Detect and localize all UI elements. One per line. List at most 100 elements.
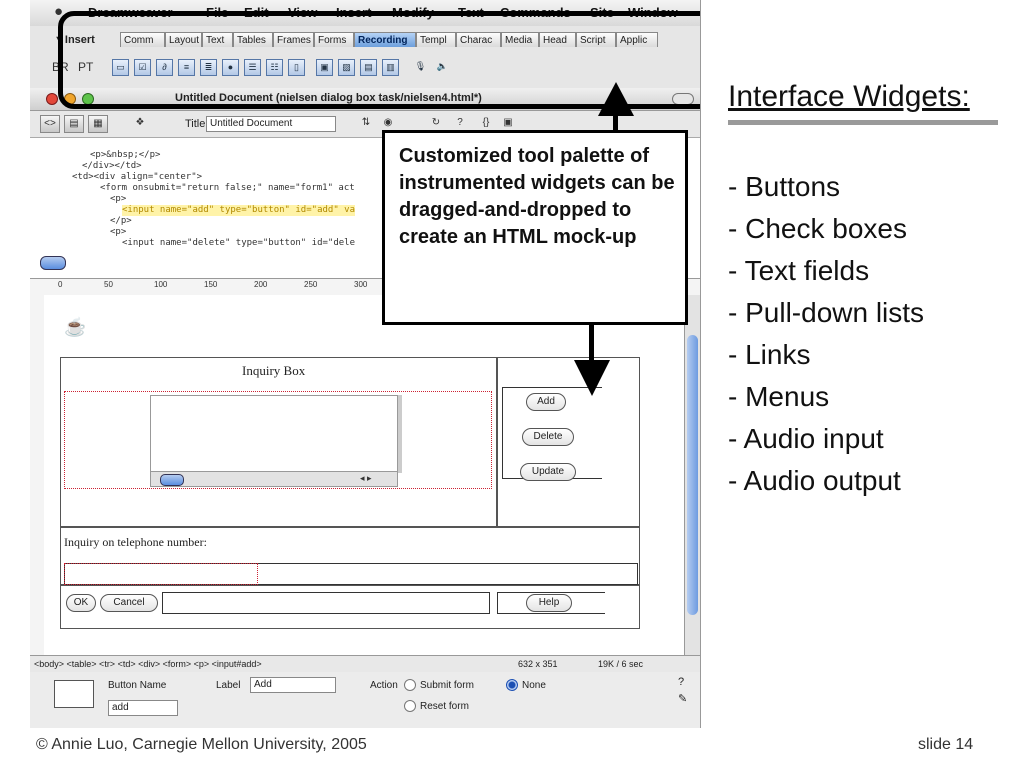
zoom-light-icon[interactable]: [82, 93, 94, 105]
inquiry-listbox-vscroll[interactable]: [398, 395, 402, 473]
reset-form-radio[interactable]: [404, 700, 416, 712]
tag-selector[interactable]: <body> <table> <tr> <td> <div> <form> <p…: [34, 659, 262, 669]
image-widget-icon[interactable]: ▣: [316, 59, 333, 76]
cancel-button[interactable]: Cancel: [100, 594, 158, 612]
document-toolbar: <> ▤ ▦ ❖ Title: Untitled Document ⇅ ◉ ↻ …: [30, 111, 700, 138]
ruler-tick-label: 50: [104, 280, 113, 289]
tab-layout[interactable]: Layout: [165, 32, 202, 47]
list-widget-icon[interactable]: ☰: [244, 59, 261, 76]
speaker-icon[interactable]: 🔈: [436, 61, 449, 71]
code-line: <input name="delete" type="button" id="d…: [122, 238, 355, 248]
menu-view[interactable]: View: [288, 5, 318, 20]
tab-forms[interactable]: Forms: [314, 32, 354, 47]
submit-form-radio[interactable]: [404, 679, 416, 691]
checkbox-widget-icon[interactable]: ☑: [134, 59, 151, 76]
close-light-icon[interactable]: [46, 93, 58, 105]
menu-widget-icon[interactable]: ☷: [266, 59, 283, 76]
tab-characters[interactable]: Charac: [456, 32, 501, 47]
reset-form-label: Reset form: [420, 701, 469, 712]
update-button[interactable]: Update: [520, 463, 576, 481]
tab-common[interactable]: Comm: [120, 32, 165, 47]
code-line: <p>: [110, 227, 127, 237]
link-widget-icon[interactable]: ∂: [156, 59, 173, 76]
design-view[interactable]: ☕ Inquiry Box ◂ ▸ Add Delete Update Inqu…: [44, 295, 684, 655]
toolbar-toggle-icon[interactable]: [672, 93, 694, 105]
callout-box: Customized tool palette of instrumented …: [382, 130, 688, 325]
tab-application[interactable]: Applic: [616, 32, 658, 47]
menu-modify[interactable]: Modify: [392, 5, 434, 20]
design-vscroll[interactable]: [684, 295, 700, 655]
inquiry-listbox-hscroll[interactable]: [150, 471, 398, 487]
code-hscroll-thumb[interactable]: [40, 256, 66, 270]
tab-media[interactable]: Media: [501, 32, 539, 47]
document-title-input[interactable]: Untitled Document: [206, 116, 336, 132]
audio-record-icon[interactable]: ☕: [64, 317, 87, 337]
minimize-light-icon[interactable]: [64, 93, 76, 105]
interface-widgets-title: Interface Widgets:: [728, 80, 970, 113]
radio-widget-icon[interactable]: ●: [222, 59, 239, 76]
jump-menu-icon[interactable]: ▤: [360, 59, 377, 76]
inquiry-hscroll-thumb[interactable]: [160, 474, 184, 486]
menu-site[interactable]: Site: [590, 5, 614, 20]
property-inspector: Button Name add Label Add Action Submit …: [30, 672, 700, 728]
form-widget-icon[interactable]: ▥: [382, 59, 399, 76]
help-button[interactable]: Help: [526, 594, 572, 612]
none-radio[interactable]: [506, 679, 518, 691]
status-bar: <body> <table> <tr> <td> <div> <form> <p…: [30, 655, 700, 673]
field-widget-icon[interactable]: ▯: [288, 59, 305, 76]
tab-head[interactable]: Head: [539, 32, 576, 47]
ok-button[interactable]: OK: [66, 594, 96, 612]
ruler-tick-label: 200: [254, 280, 268, 289]
button-widget-icon[interactable]: ▭: [112, 59, 129, 76]
menu-commands[interactable]: Commands: [500, 5, 571, 20]
refresh-icon[interactable]: ↻: [431, 117, 441, 128]
tab-recording[interactable]: Recording: [354, 32, 416, 47]
preview-browser-icon[interactable]: ◉: [383, 117, 393, 128]
menu-text[interactable]: Text: [458, 5, 484, 20]
menu-app[interactable]: Dreamweaver: [88, 5, 173, 20]
textarea-widget-icon[interactable]: ≣: [200, 59, 217, 76]
add-button[interactable]: Add: [526, 393, 566, 411]
button-name-field[interactable]: add: [108, 700, 178, 716]
menu-file[interactable]: File: [206, 5, 229, 20]
view-options-icon[interactable]: ▣: [503, 117, 513, 128]
live-data-icon[interactable]: ❖: [135, 117, 145, 128]
tab-frames[interactable]: Frames: [273, 32, 314, 47]
ruler-tick-label: 250: [304, 280, 318, 289]
menu-window[interactable]: Window: [628, 5, 678, 20]
code-line: <p>: [110, 194, 127, 204]
insert-bar-label[interactable]: ▼Insert: [54, 34, 95, 46]
image-button-icon[interactable]: ▨: [338, 59, 355, 76]
menu-insert[interactable]: Insert: [336, 5, 372, 20]
action-row-spacer: [162, 592, 490, 614]
apple-menu-icon[interactable]: ●: [54, 3, 64, 20]
microphone-icon[interactable]: 🎙: [414, 61, 427, 71]
inquiry-cell: [60, 357, 497, 527]
help-icon[interactable]: ?: [678, 676, 685, 688]
file-management-icon[interactable]: ⇅: [361, 117, 371, 128]
palette-br-label[interactable]: BR: [52, 60, 69, 74]
widget-list-item: - Pull-down lists: [728, 297, 925, 328]
delete-button[interactable]: Delete: [522, 428, 574, 446]
window-size[interactable]: 632 x 351: [518, 659, 558, 669]
label-field[interactable]: Add: [250, 677, 336, 693]
menu-edit[interactable]: Edit: [244, 5, 269, 20]
reference-icon[interactable]: ?: [457, 117, 463, 128]
design-vscroll-thumb[interactable]: [687, 335, 698, 615]
tab-templates[interactable]: Templ: [416, 32, 456, 47]
widget-list-item: - Audio output: [728, 465, 901, 496]
widget-list-item: - Menus: [728, 381, 830, 412]
ruler-tick-label: 100: [154, 280, 168, 289]
code-view-icon[interactable]: <>: [40, 115, 60, 133]
tab-text[interactable]: Text: [202, 32, 233, 47]
design-view-icon[interactable]: ▦: [88, 115, 108, 133]
textfield-widget-icon[interactable]: ≡: [178, 59, 195, 76]
edit-icon[interactable]: ✎: [678, 693, 688, 705]
palette-pt-label[interactable]: PT: [78, 60, 94, 74]
scroll-arrows-icon[interactable]: ◂ ▸: [360, 473, 372, 483]
code-navigation-icon[interactable]: {}: [482, 117, 490, 128]
none-label: None: [522, 680, 546, 691]
tab-tables[interactable]: Tables: [233, 32, 273, 47]
tab-script[interactable]: Script: [576, 32, 616, 47]
split-view-icon[interactable]: ▤: [64, 115, 84, 133]
